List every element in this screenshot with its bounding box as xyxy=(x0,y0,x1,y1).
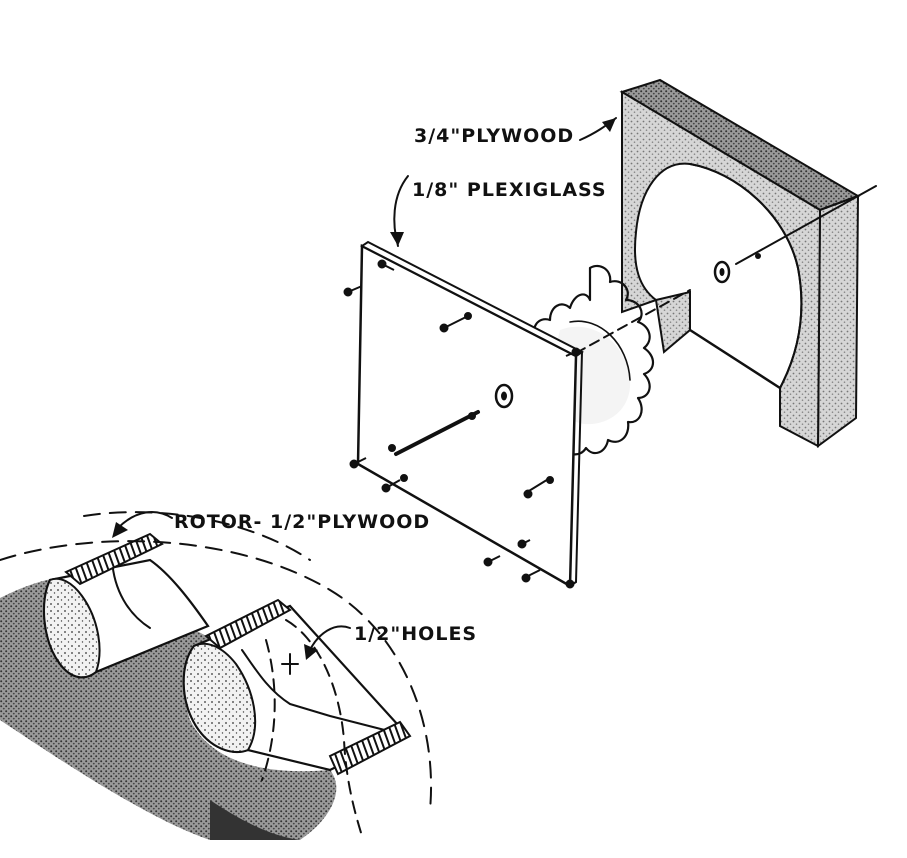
backing-board-side-edge xyxy=(816,194,860,448)
rotor-edge-hatch-3 xyxy=(328,720,412,776)
plexiglass-cover-plate xyxy=(343,240,584,589)
backing-board-shoulder-block xyxy=(654,290,691,354)
mounting-screws xyxy=(343,259,581,589)
label-holes: 1/2"HOLES xyxy=(354,623,477,645)
label-rotor: ROTOR- 1/2"PLYWOOD xyxy=(174,511,430,533)
label-backing-board: 3/4"PLYWOOD xyxy=(414,125,574,147)
leader-arrows xyxy=(112,117,617,660)
rotor-edge-hatch-1 xyxy=(64,532,164,586)
plywood-backing-board xyxy=(619,78,877,448)
rotor-edge-hatch-2 xyxy=(204,598,292,650)
label-plexiglass: 1/8" PLEXIGLASS xyxy=(412,179,607,201)
rotor-cutaway xyxy=(0,511,432,840)
